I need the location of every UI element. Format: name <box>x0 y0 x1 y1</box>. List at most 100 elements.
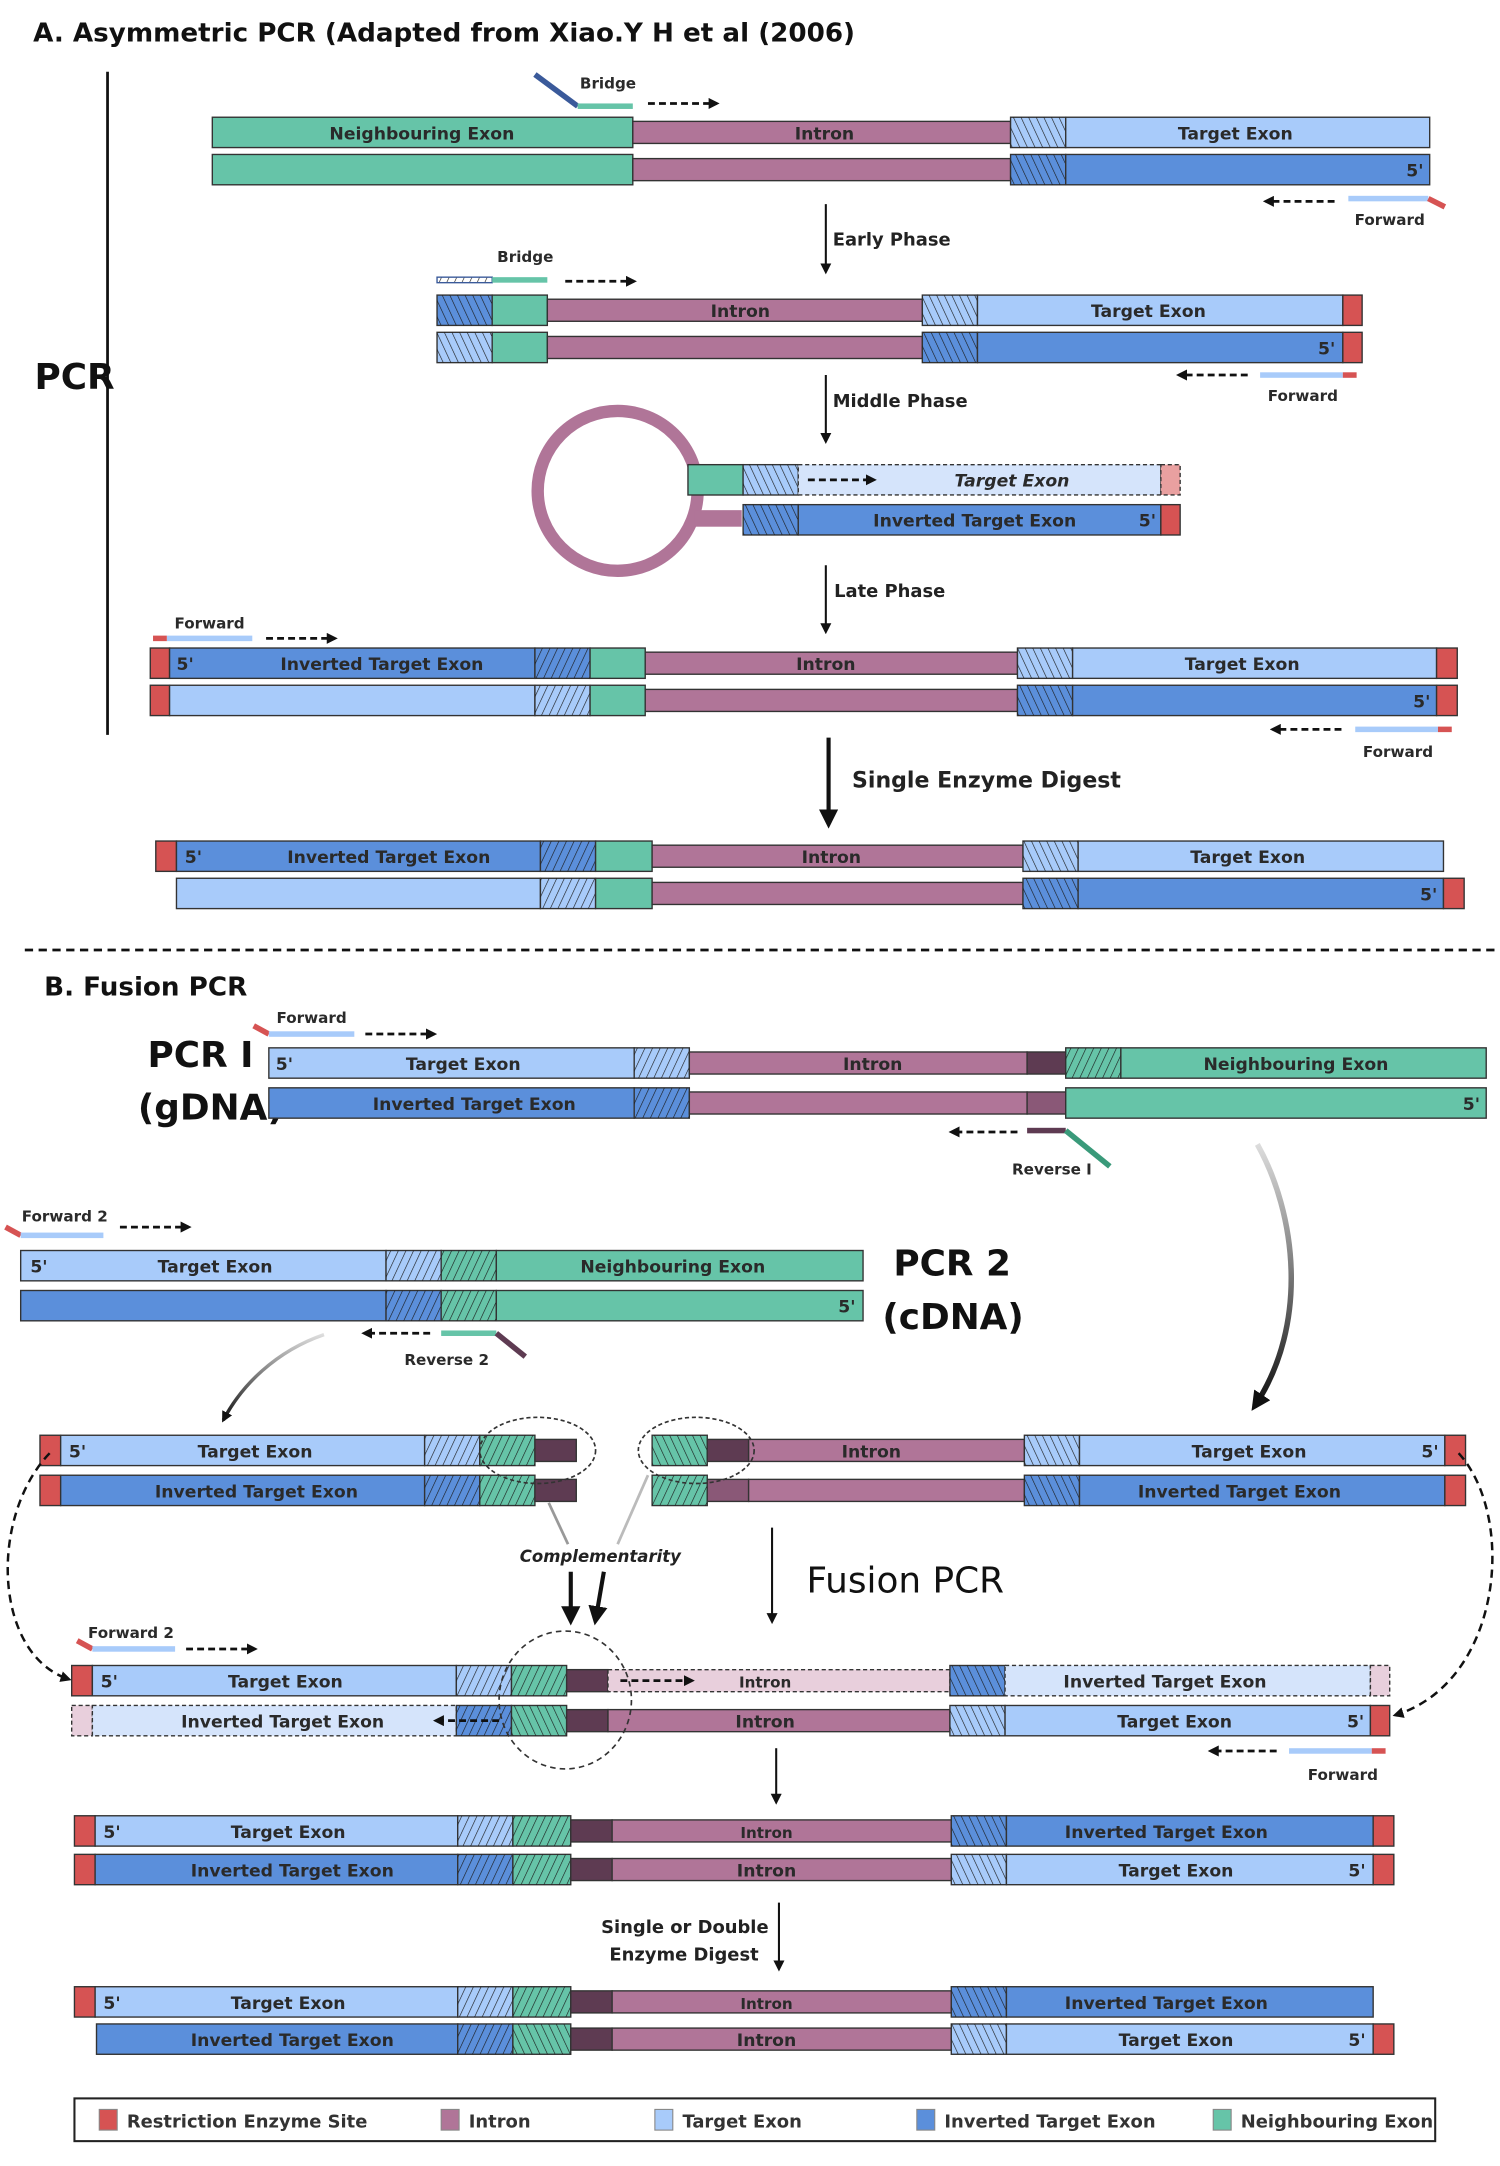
hatched-junction-hatch <box>1022 841 1079 872</box>
inverted-exon-label: Inverted Target Exon <box>1065 1994 1268 2014</box>
late-phase-label: Late Phase <box>834 581 945 602</box>
inverted-exon-block <box>95 2023 459 2055</box>
overlap-tail <box>570 1990 613 2014</box>
pcr1-to-fusion-arrow <box>1251 1143 1294 1411</box>
early-phase-label: Early Phase <box>833 229 951 250</box>
hatched-junction-hatch <box>534 648 591 679</box>
hatched-junction-hatch <box>1010 117 1066 148</box>
bridge-primer <box>492 277 548 283</box>
five-prime-label: 5' <box>185 848 202 868</box>
overlap-tail <box>570 1819 613 1843</box>
target-exon-label: Target Exon <box>1178 124 1293 144</box>
inverted-exon-label: Inverted Target Exon <box>1065 1823 1268 1843</box>
neighbouring-exon-label: Neighbouring Exon <box>1203 1055 1388 1075</box>
intron-block <box>546 335 924 360</box>
hatched-junction-hatch <box>534 685 591 716</box>
hatched-junction-hatch <box>479 1435 535 1466</box>
legend-item-label: Target Exon <box>682 2111 801 2132</box>
forward-primer-tip <box>252 1023 271 1037</box>
forward2-primer-label: Forward 2 <box>88 1624 174 1642</box>
intron-label: Intron <box>843 1055 902 1075</box>
target-exon-label: Target Exon <box>1117 1713 1232 1733</box>
hatched-junction-hatch <box>386 1290 442 1321</box>
hatched-junction-hatch <box>386 1250 442 1281</box>
five-prime-label: 5' <box>101 1673 118 1693</box>
restriction-site <box>1160 503 1181 536</box>
hatched-junction-hatch <box>424 1475 480 1506</box>
five-prime-label: 5' <box>69 1442 86 1462</box>
intron-block <box>644 688 1019 713</box>
bridge-primer <box>577 103 633 109</box>
target-exon-label: Target Exon <box>406 1055 521 1075</box>
reverse1-primer <box>1027 1127 1066 1134</box>
intron-label: Intron <box>802 848 861 868</box>
hatched-junction-hatch <box>1024 1475 1080 1506</box>
five-prime-label: 5' <box>1348 1861 1365 1881</box>
overlap-tail <box>534 1478 577 1503</box>
restriction-site <box>1435 684 1458 717</box>
target-exon-block <box>1078 1434 1446 1467</box>
bridge-primer-label: Bridge <box>497 248 553 266</box>
pcr1-label: PCR I <box>148 1035 254 1076</box>
forward2-primer <box>92 1646 176 1652</box>
neighbouring-exon-block <box>687 463 744 496</box>
complementarity-circle-left <box>478 1416 597 1485</box>
intron-block <box>747 1478 1026 1503</box>
hatched-junction-hatch <box>634 1087 690 1119</box>
forward-primer <box>1289 1748 1372 1754</box>
five-prime-label: 5' <box>103 1994 120 2014</box>
pcr1-sub-label: (gDNA) <box>138 1088 284 1129</box>
target-exon-label: Target Exon <box>1091 302 1206 322</box>
restriction-site <box>1369 1704 1391 1737</box>
forward-primer-tip <box>1437 726 1452 733</box>
complementarity-pointer <box>616 1474 650 1545</box>
target-exon-label: Target Exon <box>1185 655 1300 675</box>
restriction-site <box>149 684 171 717</box>
overlap-tail <box>534 1438 577 1463</box>
hatched-junction-hatch <box>951 1986 1007 2018</box>
inverted-exon-block <box>1065 153 1431 186</box>
forward-primer-tip <box>1371 1748 1386 1754</box>
new-restriction-site <box>71 1704 94 1737</box>
five-prime-label: 5' <box>1463 1095 1480 1115</box>
reverse2-primer-label: Reverse 2 <box>404 1351 489 1369</box>
hatched-junction-hatch <box>457 1815 513 1847</box>
target-exon-block <box>175 877 542 910</box>
neighbouring-exon-block <box>1065 1087 1487 1119</box>
hatched-junction-hatch <box>1065 1047 1121 1079</box>
neighbouring-exon-label: Neighbouring Exon <box>329 124 514 144</box>
hatched-junction-hatch <box>437 332 493 363</box>
target-exon-block <box>19 1249 387 1282</box>
new-restriction-site <box>1160 463 1181 496</box>
neighbouring-exon-block <box>1120 1047 1487 1079</box>
overlap-tail <box>565 1668 609 1693</box>
hatched-junction-hatch <box>951 1815 1007 1847</box>
hatched-junction-hatch <box>512 1815 571 1847</box>
restriction-site <box>149 647 171 680</box>
five-prime-label: 5' <box>1347 1713 1364 1733</box>
legend-item-label: Inverted Target Exon <box>944 2111 1155 2132</box>
restriction-site <box>71 1664 94 1697</box>
legend-swatch <box>916 2108 936 2131</box>
reverse1-primer-tail <box>1063 1128 1112 1169</box>
pcr2-to-fusion-arrow <box>221 1332 325 1423</box>
hatched-junction-hatch <box>949 1705 1006 1736</box>
hatched-junction-hatch <box>511 1705 567 1736</box>
target-exon-block <box>168 684 536 717</box>
restriction-site <box>39 1434 62 1467</box>
hairpin-stem <box>694 510 742 527</box>
inverted-exon-block <box>1077 877 1445 910</box>
hatched-junction-hatch <box>511 1665 567 1696</box>
target-exon-block <box>976 294 1344 327</box>
target-exon-label: Target Exon <box>1190 848 1305 868</box>
five-prime-label: 5' <box>1348 2031 1365 2051</box>
intron-label: Intron <box>735 1713 794 1733</box>
legend-swatch <box>98 2108 118 2131</box>
legend-item-label: Neighbouring Exon <box>1241 2111 1433 2132</box>
restriction-site <box>1444 1434 1467 1467</box>
section-a-title: A. Asymmetric PCR (Adapted from Xiao.Y H… <box>33 18 855 48</box>
forward2-primer-tip <box>75 1638 94 1652</box>
neighbouring-exon-block <box>495 1289 864 1322</box>
